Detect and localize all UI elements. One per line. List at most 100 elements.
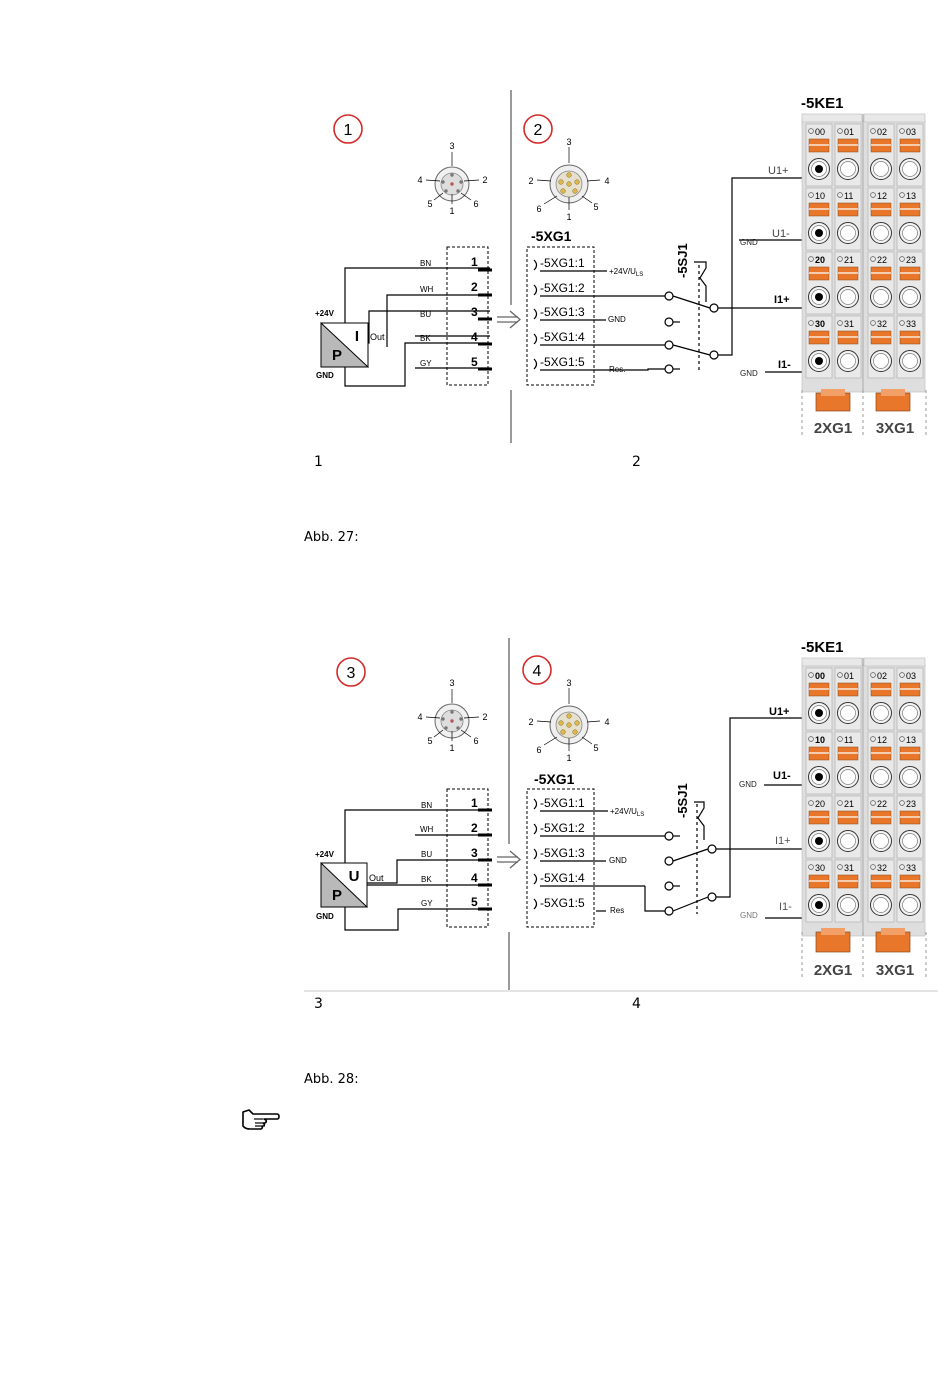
terminal-socket-icon xyxy=(873,833,889,849)
terminal-cell: 21 xyxy=(834,251,862,315)
section-marker-left-label: 3 xyxy=(347,665,356,682)
terminal-cell: 12 xyxy=(867,187,895,251)
switch-title: -5SJ1 xyxy=(675,783,690,818)
terminal-led-icon xyxy=(808,672,814,678)
terminal-led-icon xyxy=(870,128,876,134)
terminal-number: 31 xyxy=(844,863,854,873)
plug-pin-label: 4 xyxy=(471,330,478,344)
sensor-socket-icon xyxy=(425,689,480,741)
module-connectors xyxy=(801,389,927,436)
terminal-label: U1+ xyxy=(768,165,789,177)
wire-color-label: GY xyxy=(421,899,433,908)
terminal-socket-icon xyxy=(840,225,856,241)
socket-pin-number: 6 xyxy=(473,199,478,209)
socket-pin-number: 4 xyxy=(417,175,422,185)
plug-pin-label: 3 xyxy=(471,846,478,860)
terminal-number: 03 xyxy=(906,671,916,681)
terminal-cell: 21 xyxy=(834,795,862,859)
plug-pin-number: 2 xyxy=(528,717,533,727)
terminal-cell: 22 xyxy=(867,251,895,315)
terminal-led-icon xyxy=(870,800,876,806)
terminal-socket-icon xyxy=(873,897,889,913)
sensor-socket-icon xyxy=(425,152,480,204)
terminal-number: 02 xyxy=(877,671,887,681)
connector-signal-wiring xyxy=(540,270,665,371)
plug-pin-number: 4 xyxy=(604,717,609,727)
section-marker-left xyxy=(333,114,363,144)
sensor-ground-label: GND xyxy=(316,912,334,921)
terminal-cell: 23 xyxy=(896,795,924,859)
terminal-number: 21 xyxy=(844,799,854,809)
section-marker-right-label: 4 xyxy=(533,663,542,680)
terminal-socket-icon xyxy=(840,833,856,849)
device-plug-icon xyxy=(536,147,601,210)
sensor-supply-label: +24V xyxy=(315,850,335,859)
connector-pin-label: -5XG1:2 xyxy=(540,281,585,295)
terminal-socket-icon xyxy=(902,353,918,369)
socket-pin-number: 3 xyxy=(449,141,454,151)
terminal-number: 02 xyxy=(877,127,887,137)
terminal-gnd-label: GND xyxy=(739,780,757,789)
terminal-led-icon xyxy=(899,736,905,742)
terminal-label: U1- xyxy=(773,770,791,782)
terminal-led-icon xyxy=(837,672,843,678)
connector-label: 2XG1 xyxy=(814,962,852,979)
selector-switch xyxy=(664,291,719,374)
pressure-sensor xyxy=(320,321,370,368)
subfigure-number-left: 3 xyxy=(314,996,323,1012)
module-connectors xyxy=(801,928,927,978)
sensor-signal-letter: I xyxy=(355,328,359,345)
figure-caption: Abb. 28: xyxy=(304,1072,359,1087)
wire-color-label: GY xyxy=(420,359,432,368)
terminal-cell: 20 xyxy=(805,795,833,859)
sensor-ground-label: GND xyxy=(316,371,334,380)
terminal-number: 10 xyxy=(815,735,825,745)
subfigure-number-right: 4 xyxy=(632,996,641,1012)
terminal-number: 10 xyxy=(815,191,825,201)
terminal-cell: 10 xyxy=(805,187,833,251)
terminal-number: 32 xyxy=(877,863,887,873)
plug-pin-number: 4 xyxy=(604,176,609,186)
terminal-number: 22 xyxy=(877,799,887,809)
connector-signal-ground: GND xyxy=(609,856,627,865)
terminal-cell: 30 xyxy=(805,859,833,923)
connector-pin-label: -5XG1:3 xyxy=(540,846,585,860)
terminal-led-icon xyxy=(899,256,905,262)
terminal-cell: 01 xyxy=(834,123,862,187)
sensor-wiring xyxy=(344,809,490,931)
connector-title: -5XG1 xyxy=(531,228,572,244)
terminal-led-icon xyxy=(899,864,905,870)
terminal-cell: 30 xyxy=(805,315,833,379)
plug-pin-label: 5 xyxy=(471,355,478,369)
terminal-cell: 13 xyxy=(896,731,924,795)
terminal-socket-icon xyxy=(902,225,918,241)
socket-pin-number: 1 xyxy=(449,743,454,753)
terminal-led-icon xyxy=(899,672,905,678)
terminal-number: 12 xyxy=(877,735,887,745)
connector-pin-label: -5XG1:5 xyxy=(540,896,585,910)
wire-color-label: BN xyxy=(420,259,431,268)
terminal-socket-icon xyxy=(873,769,889,785)
plug-pins xyxy=(478,808,492,911)
terminal-label: I1- xyxy=(778,359,791,371)
terminal-number: 30 xyxy=(815,319,825,329)
connector-label: 3XG1 xyxy=(876,962,914,979)
terminal-led-icon xyxy=(837,320,843,326)
plug-pin-label: 5 xyxy=(471,895,478,909)
connector-signal-supply: +24V/ULS xyxy=(609,267,643,278)
terminal-led-icon xyxy=(837,256,843,262)
sensor-output-label: Out xyxy=(369,873,384,883)
plug-pin-label: 1 xyxy=(471,255,478,269)
connector-signal-wiring xyxy=(540,810,665,912)
plug-pin-number: 5 xyxy=(593,743,598,753)
terminal-cell: 11 xyxy=(834,731,862,795)
connector-box xyxy=(526,788,595,928)
terminal-number: 13 xyxy=(906,735,916,745)
terminal-cell: 33 xyxy=(896,859,924,923)
plug-pin-label: 4 xyxy=(471,871,478,885)
terminal-led-icon xyxy=(808,736,814,742)
terminal-number: 11 xyxy=(844,191,853,201)
terminal-number: 20 xyxy=(815,799,825,809)
terminal-cell: 01 xyxy=(834,667,862,731)
wire-color-label: BU xyxy=(420,310,431,319)
